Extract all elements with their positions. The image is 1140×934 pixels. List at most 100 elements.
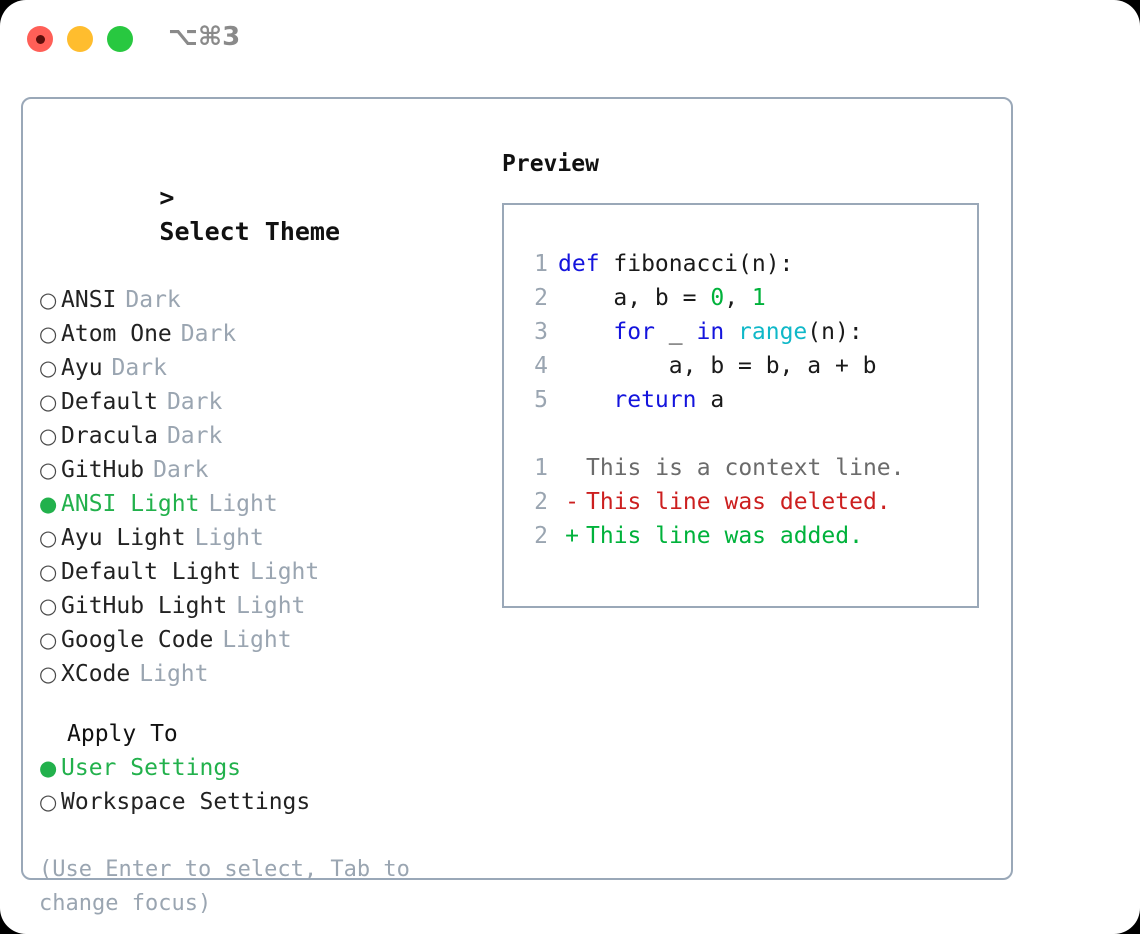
theme-option-label: Dracula: [61, 423, 158, 449]
theme-option-tag: Light: [236, 593, 306, 619]
diff-line-text: This line was deleted.: [586, 489, 891, 515]
code-token-id: a, b =: [558, 285, 711, 311]
diff-line: 2 + This line was added.: [514, 519, 905, 553]
code-token-id: [558, 319, 613, 345]
apply-to-option-label: Workspace Settings: [61, 789, 311, 815]
theme-option-tag: Dark: [166, 389, 223, 415]
code-token-id: a, b = b, a + b: [558, 353, 877, 379]
maximize-button[interactable]: [107, 26, 133, 52]
theme-option-label: GitHub Light: [61, 593, 228, 619]
radio-selected-icon: ●: [39, 756, 58, 780]
diff-line-number: 2: [534, 489, 548, 515]
radio-unselected-icon: ○: [39, 628, 58, 652]
radio-unselected-icon: ○: [39, 356, 58, 380]
theme-option-tag: Light: [194, 525, 264, 551]
code-token-id: ,: [724, 285, 752, 311]
line-number: 2: [534, 285, 548, 311]
diff-line-text: This line was added.: [586, 523, 863, 549]
theme-option-tag: Dark: [125, 287, 181, 313]
code-line-text: def fibonacci(n):: [558, 247, 793, 281]
code-line: 1 def fibonacci(n):: [514, 247, 877, 281]
code-line-text: a, b = b, a + b: [558, 349, 877, 383]
apply-to-option-label: User Settings: [61, 755, 242, 781]
theme-option-ansi-light[interactable]: ●ANSI Light Light: [39, 487, 489, 521]
theme-option-label: XCode: [61, 661, 131, 687]
code-token-kw: in: [696, 319, 725, 345]
code-token-kw: return: [613, 387, 697, 413]
code-line: 5 return a: [514, 383, 877, 417]
code-token-id: [558, 387, 613, 413]
diff-line-number: 1: [534, 455, 548, 481]
code-line: 3 for _ in range(n):: [514, 315, 877, 349]
theme-option-label: Ayu Light: [61, 525, 186, 551]
diff-line: 2-This line was deleted.: [514, 485, 905, 519]
diff-preview: 1 This is a context line.2-This line was…: [514, 451, 905, 553]
theme-option-tag: Light: [139, 661, 209, 687]
keyboard-hint-text: (Use Enter to select, Tab to change focu…: [39, 857, 424, 916]
code-token-id: a: [696, 387, 725, 413]
theme-option-xcode[interactable]: ○XCode Light: [39, 657, 489, 691]
theme-option-label: Google Code: [61, 627, 214, 653]
theme-option-label: ANSI Light: [61, 491, 200, 517]
theme-option-label: Atom One: [61, 321, 172, 347]
radio-unselected-icon: ○: [39, 288, 58, 312]
keyboard-shortcut-label: ⌥⌘3: [168, 22, 241, 52]
theme-option-dracula[interactable]: ○Dracula Dark: [39, 419, 489, 453]
radio-unselected-icon: ○: [39, 424, 58, 448]
preview-title: Preview: [502, 151, 599, 177]
select-theme-heading: > Select Theme: [39, 147, 489, 283]
theme-option-label: Ayu: [61, 355, 103, 381]
apply-to-option-workspace-settings[interactable]: ○Workspace Settings: [39, 785, 489, 819]
radio-unselected-icon: ○: [39, 458, 58, 482]
code-token-id: [724, 319, 738, 345]
theme-option-google-code[interactable]: ○Google Code Light: [39, 623, 489, 657]
code-line-text: return a: [558, 383, 724, 417]
code-token-kw: def: [558, 251, 600, 277]
radio-unselected-icon: ○: [39, 662, 58, 686]
diff-line-number: 2: [534, 523, 548, 549]
theme-option-github-light[interactable]: ○GitHub Light Light: [39, 589, 489, 623]
line-number: 3: [534, 319, 548, 345]
theme-option-label: Default: [61, 389, 158, 415]
radio-unselected-icon: ○: [39, 790, 58, 814]
radio-unselected-icon: ○: [39, 560, 58, 584]
apply-to-heading: Apply To: [67, 721, 178, 747]
apply-to-option-user-settings[interactable]: ●User Settings: [39, 751, 489, 785]
minimize-button[interactable]: [67, 26, 93, 52]
code-line-text: for _ in range(n):: [558, 315, 863, 349]
caret-icon: >: [159, 183, 175, 212]
radio-unselected-icon: ○: [39, 594, 58, 618]
radio-unselected-icon: ○: [39, 322, 58, 346]
code-token-id: _: [654, 319, 697, 345]
theme-option-github[interactable]: ○GitHub Dark: [39, 453, 489, 487]
radio-selected-icon: ●: [39, 492, 58, 516]
apply-to-option-list: ●User Settings○Workspace Settings: [39, 751, 489, 819]
spacer: [39, 691, 489, 717]
theme-option-tag: Light: [208, 491, 278, 517]
theme-option-tag: Light: [222, 627, 292, 653]
code-line: 4 a, b = b, a + b: [514, 349, 877, 383]
close-button[interactable]: [27, 26, 53, 52]
diff-sign: -: [565, 489, 579, 515]
diff-line: 1 This is a context line.: [514, 451, 904, 485]
code-token-id: (n):: [807, 319, 863, 345]
theme-option-tag: Dark: [153, 457, 209, 483]
diff-sign: +: [565, 523, 579, 549]
theme-option-label: GitHub: [61, 457, 145, 483]
line-number: 4: [534, 353, 548, 379]
code-token-fn: range: [738, 319, 808, 345]
line-number: 1: [534, 251, 548, 277]
theme-option-tag: Dark: [166, 423, 223, 449]
